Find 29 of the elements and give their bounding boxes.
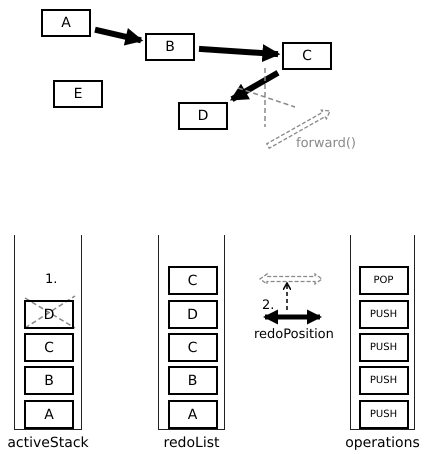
step-number: 2. [262,298,274,313]
stack-label: activeStack [6,435,90,451]
arrow [198,44,280,62]
state-box: B [145,33,195,61]
pointer-label: redoPosition [254,327,334,342]
stack-item-box: C [168,333,218,362]
stack-item-box: POP [358,266,408,295]
stack-item-box: PUSH [358,366,408,395]
stack-item-box: D [168,300,218,329]
stack-item-box: B [168,366,218,395]
stack-item-box: PUSH [358,400,408,429]
step-number: 1. [45,272,58,287]
stack-item-box: B [24,366,74,395]
state-box: E [53,80,103,108]
state-box: A [41,9,91,37]
stack-label: redoList [162,435,220,451]
stack-item-box: A [168,400,218,429]
method-label: forward() [296,136,356,151]
stack-item-box: C [24,333,74,362]
stack-item-box: A [24,400,74,429]
stack-item-box: C [168,266,218,295]
stack-item-box: PUSH [358,300,408,329]
arrow [230,70,280,102]
arrow [94,26,144,46]
stack-item-box: PUSH [358,333,408,362]
stack-label: operations [344,435,421,451]
state-box: C [282,42,332,70]
state-box: D [178,102,228,130]
stack-item-box: D [24,300,74,329]
